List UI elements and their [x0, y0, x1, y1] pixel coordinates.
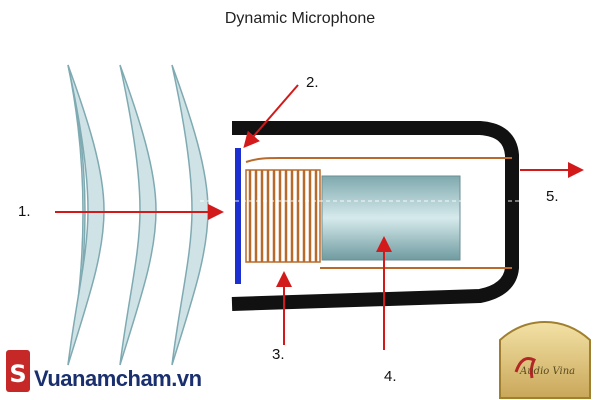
coil-windings — [248, 170, 318, 262]
audio-vina-seal — [499, 320, 591, 399]
seal-watermark-text: Audio Vina — [520, 366, 576, 377]
brand-watermark: Vuanamcham.vn — [34, 366, 202, 391]
sound-wave-3 — [171, 64, 209, 366]
diaphragm — [235, 148, 241, 284]
microphone-housing — [231, 121, 519, 311]
sound-wave-1-body — [67, 64, 105, 366]
brand-logo-icon: S — [6, 350, 30, 392]
label-4: 4. — [384, 368, 397, 385]
voice-coil — [245, 157, 512, 269]
sound-wave-2 — [119, 64, 157, 366]
label-2: 2. — [306, 74, 319, 91]
diaphragm-pointer-arrow — [243, 84, 299, 149]
seal-mark-icon — [514, 357, 537, 379]
sound-waves — [67, 64, 209, 366]
label-1: 1. — [18, 203, 31, 220]
diagram-title: Dynamic Microphone — [224, 10, 376, 27]
svg-text:S: S — [9, 360, 26, 388]
magnet — [321, 175, 461, 261]
label-3: 3. — [272, 346, 285, 363]
label-5: 5. — [546, 188, 559, 205]
